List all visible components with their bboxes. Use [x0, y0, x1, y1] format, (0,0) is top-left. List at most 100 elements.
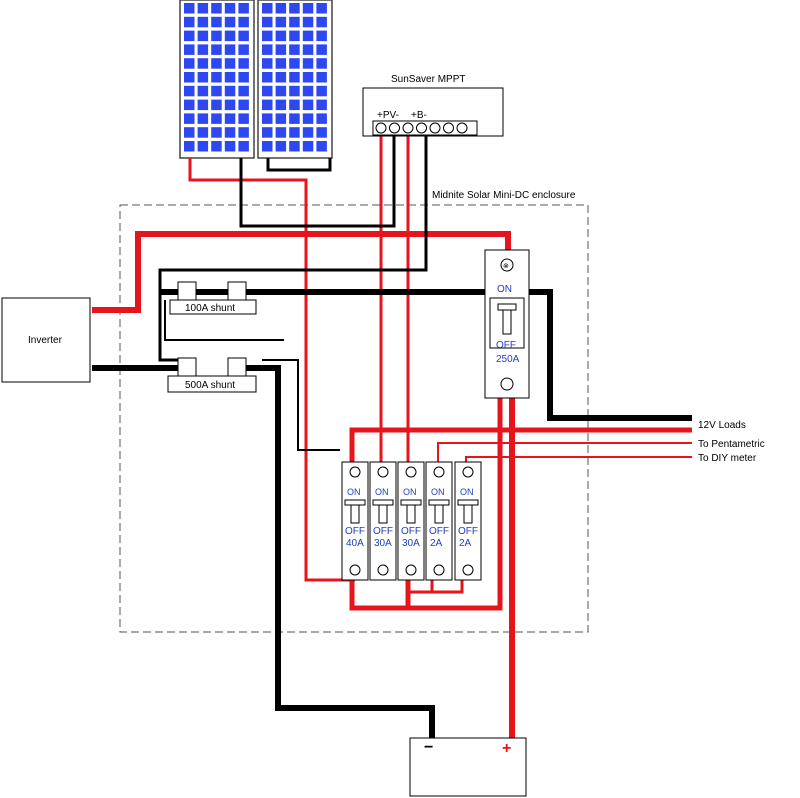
solar-cell [238, 127, 249, 138]
solar-cell [238, 30, 249, 42]
solar-cell [211, 127, 222, 138]
main-breaker-250a: ⊗ ON OFF 250A [484, 249, 530, 399]
solar-cell [302, 113, 314, 124]
solar-cell [238, 99, 249, 111]
solar-cell [224, 127, 236, 138]
solar-cell [224, 30, 236, 42]
breaker-2a-bus-b [432, 580, 464, 594]
solar-cell [289, 113, 300, 124]
solar-cell [262, 85, 273, 97]
breaker-off-label: OFF [458, 526, 478, 537]
solar-cell [275, 30, 287, 42]
solar-cell [302, 72, 314, 83]
solar-cell [289, 58, 300, 69]
solar-cell [211, 30, 222, 42]
terminal-screw-icon [462, 466, 474, 478]
output-pentametric: To Pentametric [698, 439, 765, 450]
terminal-screw-icon [433, 564, 445, 576]
inverter: Inverter [1, 297, 91, 383]
terminal-screw-icon [375, 122, 387, 134]
battery: − + [409, 737, 527, 797]
solar-cell [316, 85, 327, 97]
breaker-off-label: OFF [345, 526, 365, 537]
solar-cell [289, 3, 300, 14]
solar-cell [184, 127, 195, 138]
solar-cell [262, 99, 273, 111]
solar-cell [289, 99, 300, 111]
solar-cell [197, 30, 209, 42]
main-output-bus [349, 398, 503, 611]
solar-cell [238, 141, 249, 152]
solar-cell [316, 3, 327, 14]
solar-cell [289, 44, 300, 55]
solar-cell [302, 99, 314, 111]
breaker-off-label: OFF [429, 526, 449, 537]
pv-positive-wire [188, 158, 355, 582]
solar-cell [197, 3, 209, 14]
solar-cell [238, 72, 249, 83]
terminal-screw-icon [429, 122, 441, 134]
main-breaker-on: ON [497, 284, 512, 295]
mppt-batt-negative-wire [158, 135, 428, 292]
solar-cell [211, 3, 222, 14]
solar-cell [302, 127, 314, 138]
breaker-on-label: ON [460, 487, 474, 497]
shunt-sense-wire [262, 359, 340, 451]
solar-cell [275, 72, 287, 83]
solar-cell [289, 16, 300, 28]
solar-cell [211, 44, 222, 55]
solar-cell [211, 58, 222, 69]
solar-cells-right [262, 3, 327, 152]
solar-cell [184, 72, 195, 83]
negative-wires [92, 135, 692, 738]
solar-cell [302, 44, 314, 55]
solar-cell [302, 85, 314, 97]
solar-cell [238, 85, 249, 97]
solar-cell [224, 44, 236, 55]
terminal-screw-icon [377, 564, 389, 576]
breaker-off-label: OFF [401, 526, 421, 537]
solar-cell [224, 85, 236, 97]
solar-cell [316, 113, 327, 124]
solar-cell [184, 99, 195, 111]
solar-cell [224, 113, 236, 124]
inverter-positive-wire [92, 231, 511, 313]
solar-cell [302, 141, 314, 152]
solar-cell [262, 72, 273, 83]
breaker-on-label: ON [431, 487, 445, 497]
shunt-500a-label: 500A shunt [185, 380, 235, 391]
solar-cell [184, 141, 195, 152]
shunt-500a: 500A shunt [167, 357, 257, 393]
solar-cell [211, 16, 222, 28]
shunt-100a: 100A shunt [169, 281, 257, 315]
output-diy-meter: To DIY meter [698, 453, 757, 464]
solar-panel-right [257, 0, 333, 159]
solar-panel-left [179, 0, 255, 159]
solar-cell [224, 99, 236, 111]
solar-cell [289, 127, 300, 138]
solar-cell [197, 127, 209, 138]
solar-cell [316, 44, 327, 55]
solar-cell [211, 141, 222, 152]
solar-cell [262, 30, 273, 42]
solar-cell [262, 127, 273, 138]
solar-cell [184, 3, 195, 14]
solar-cell [238, 3, 249, 14]
solar-cell [262, 141, 273, 152]
breaker-rating-label: 2A [459, 538, 472, 549]
shunt-sense-wire-2 [164, 300, 284, 341]
enclosure-title: Midnite Solar Mini-DC enclosure [432, 190, 576, 201]
breaker-2a-bus-a [408, 580, 434, 594]
solar-cell [184, 16, 195, 28]
solar-cell [302, 16, 314, 28]
diy-meter-wire [465, 456, 692, 462]
sunsaver-mppt: SunSaver MPPT +PV- +B- [362, 74, 504, 137]
mppt-pv-label: +PV- [377, 110, 399, 121]
terminal-screw-icon [402, 122, 414, 134]
mppt-terminals [375, 122, 468, 134]
